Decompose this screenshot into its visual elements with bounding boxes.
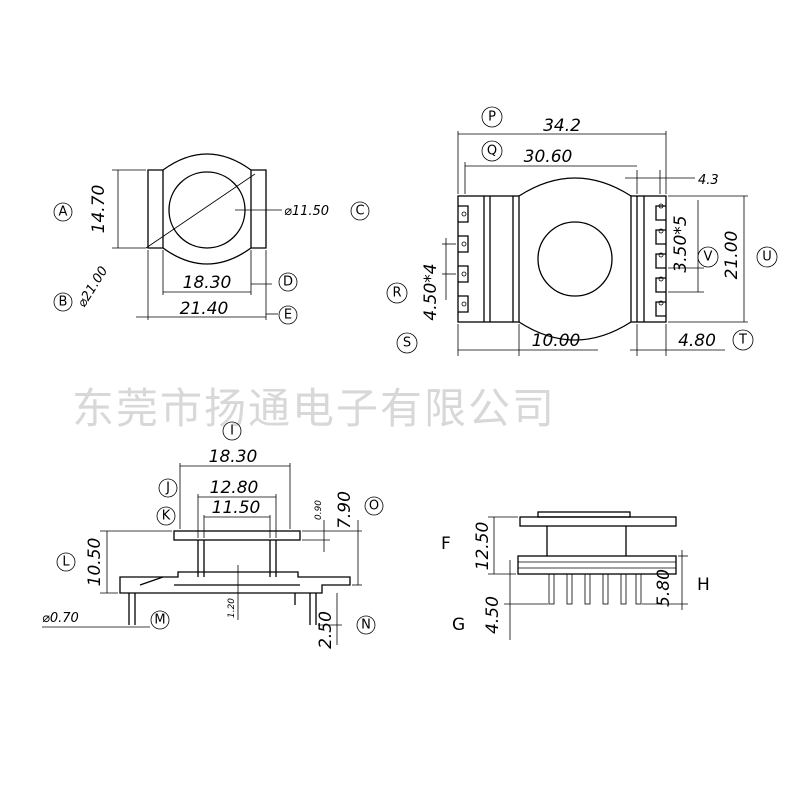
dim-o-small: 0.90 (314, 500, 324, 520)
dim-v: 3.50*5 (671, 215, 691, 272)
bottom-right-view: 12.50 4.50 5.80 F G H (441, 511, 710, 640)
bore-circle (537, 221, 613, 297)
dim-d: 18.30 (183, 273, 232, 293)
label-n: N (361, 618, 371, 633)
left-flange (457, 195, 520, 323)
base-body (517, 555, 677, 575)
top-right-view: 34.2 30.60 4.3 4.50*4 3.50*5 21.00 10.00 (386, 106, 778, 356)
dim-l: 10.50 (85, 538, 105, 587)
pins (548, 573, 642, 605)
label-c-circle (350, 201, 370, 221)
label-o: O (369, 499, 379, 514)
diameter-line (145, 173, 256, 249)
top-left-view: 14.70 ⌀21.00 ⌀11.50 18.30 21.40 A B C D … (53, 153, 370, 325)
label-q-circle (481, 140, 503, 162)
dim-t: 4.80 (678, 331, 716, 351)
label-l: L (62, 555, 70, 570)
dim-g: 4.50 (483, 596, 503, 634)
label-d-circle (278, 272, 298, 292)
dim-s: 10.00 (532, 331, 581, 351)
label-t-circle (732, 329, 754, 351)
label-h: H (697, 575, 710, 595)
dim-p: 34.2 (543, 116, 581, 136)
bobbin-body-top (518, 177, 632, 197)
label-r-circle (386, 282, 408, 304)
label-m: M (154, 613, 165, 628)
dim-u: 21.00 (722, 231, 742, 280)
label-v: V (704, 250, 713, 265)
label-m-circle (150, 610, 170, 630)
label-a: A (59, 205, 68, 220)
label-s-circle (396, 332, 418, 354)
label-l-circle (56, 552, 76, 572)
label-j: J (165, 481, 170, 496)
label-v-circle (697, 246, 719, 268)
label-k-circle (156, 506, 176, 526)
dim-f: 12.50 (473, 522, 493, 571)
label-o-circle (364, 496, 384, 516)
dim-center: 1.20 (227, 598, 237, 618)
right-flange (630, 195, 667, 323)
label-i-circle (222, 421, 242, 441)
label-c: C (355, 204, 364, 219)
label-u: U (762, 250, 772, 265)
label-g: G (452, 615, 465, 635)
dim-k: 11.50 (212, 498, 261, 518)
dim-i: 18.30 (209, 447, 258, 467)
label-s: S (403, 336, 411, 351)
label-k: K (162, 509, 171, 524)
top-flange-lip (537, 511, 631, 518)
bobbin-outline (147, 153, 267, 265)
dim-r: 4.50*4 (421, 263, 441, 320)
dim-n: 2.50 (316, 611, 336, 649)
base-body (119, 571, 351, 594)
label-t: T (738, 333, 747, 348)
top-flange (173, 530, 301, 541)
label-a-circle (53, 202, 73, 222)
label-j-circle (158, 478, 178, 498)
label-e-circle (278, 305, 298, 325)
dim-e: 21.40 (180, 299, 229, 319)
dim-q: 30.60 (524, 147, 573, 167)
label-d: D (283, 275, 293, 290)
label-p-circle (481, 106, 503, 128)
label-r: R (392, 286, 401, 301)
label-u-circle (756, 246, 778, 268)
label-i: I (230, 424, 234, 439)
label-q: Q (487, 144, 497, 159)
dim-a: 14.70 (89, 185, 109, 234)
label-p: P (488, 110, 496, 125)
top-flange (519, 516, 677, 527)
label-b-circle (53, 292, 73, 312)
bobbin-body-bottom (518, 321, 632, 341)
dim-o: 7.90 (335, 491, 355, 529)
dim-j: 12.80 (210, 478, 259, 498)
label-f: F (441, 534, 451, 554)
bottom-left-view: 18.30 12.80 11.50 10.50 0.90 7.90 1.20 2… (42, 421, 384, 649)
dim-m: ⌀0.70 (42, 611, 79, 626)
dim-q-side: 4.3 (698, 173, 719, 188)
label-b: B (59, 295, 68, 310)
bore-circle (168, 171, 246, 249)
dim-b: ⌀21.00 (75, 264, 112, 310)
dim-c: ⌀11.50 (284, 204, 329, 219)
label-e: E (284, 308, 292, 323)
dim-h: 5.80 (654, 569, 674, 607)
watermark-text: 东莞市扬通电子有限公司 (72, 384, 556, 433)
label-n-circle (356, 615, 376, 635)
